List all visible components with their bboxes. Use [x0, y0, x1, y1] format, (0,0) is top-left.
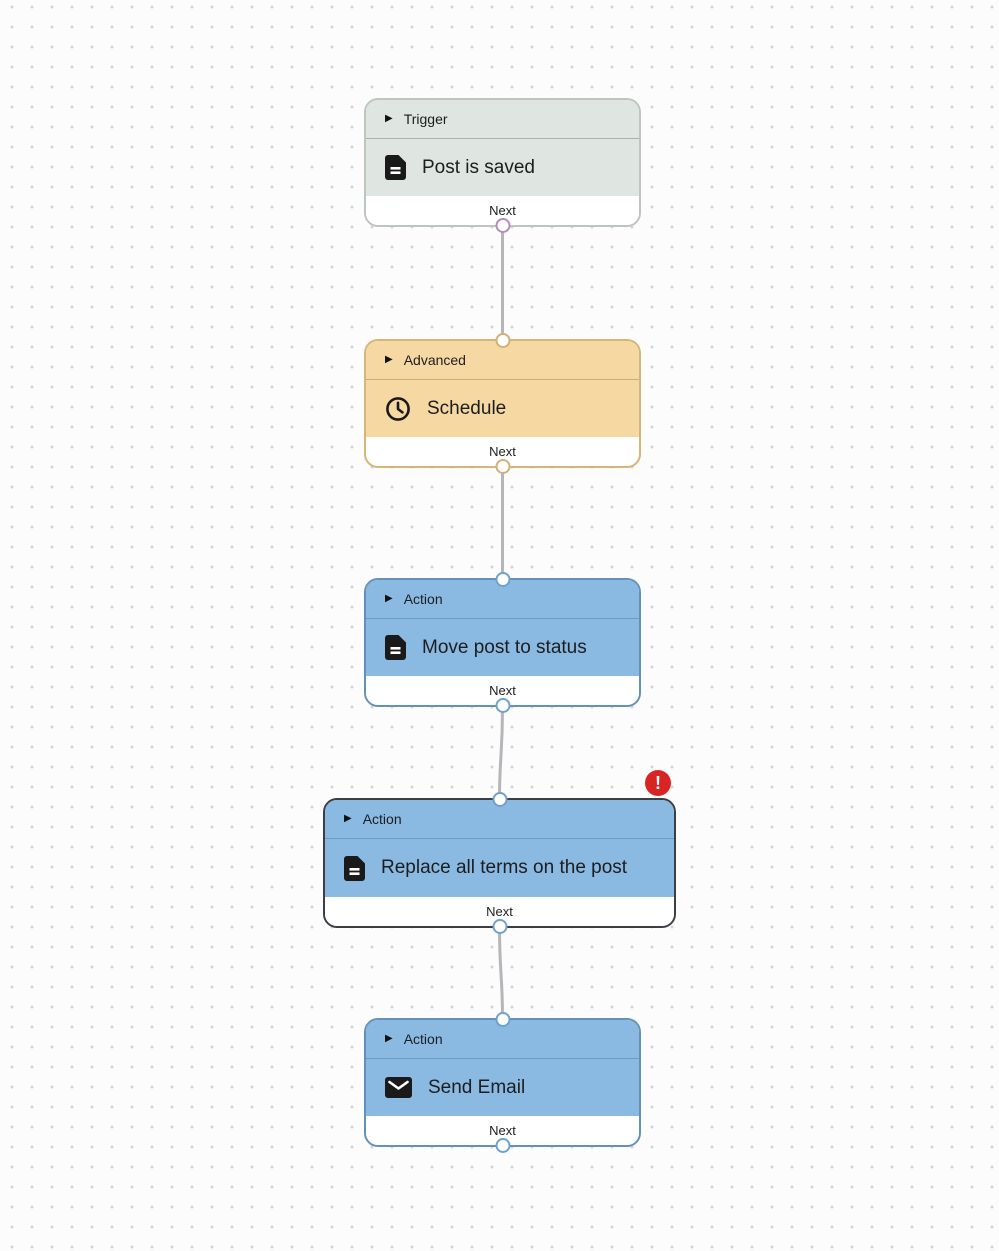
error-exclamation: !	[655, 772, 661, 793]
node-category-label: Action	[362, 811, 402, 827]
node-category-label: Trigger	[403, 111, 448, 127]
next-label: Next	[489, 444, 516, 459]
output-port[interactable]	[495, 1138, 510, 1153]
mail-icon	[385, 1077, 412, 1098]
node-body[interactable]: Replace all terms on the post	[325, 839, 674, 897]
node-trigger-post-is-saved[interactable]: ▶ Trigger Post is saved Next	[364, 98, 641, 233]
document-icon	[385, 155, 406, 180]
node-category-header[interactable]: ▶ Trigger	[366, 100, 639, 139]
node-action-move-post-to-status[interactable]: ▶ Action Move post to status Next	[364, 572, 641, 713]
input-port[interactable]	[495, 1012, 510, 1027]
node-body[interactable]: Post is saved	[366, 139, 639, 196]
node-body[interactable]: Schedule	[366, 380, 639, 437]
node-title: Post is saved	[422, 156, 535, 178]
node-body[interactable]: Send Email	[366, 1059, 639, 1116]
input-port[interactable]	[495, 572, 510, 587]
node-category-label: Action	[403, 1031, 443, 1047]
connector-action2-action3	[498, 926, 504, 1020]
output-port[interactable]	[495, 459, 510, 474]
node-title: Move post to status	[422, 636, 587, 658]
output-port[interactable]	[495, 698, 510, 713]
output-port[interactable]	[492, 919, 507, 934]
node-category-label: Action	[403, 591, 443, 607]
document-icon	[385, 635, 406, 660]
next-label: Next	[489, 683, 516, 698]
node-footer: Next	[366, 1116, 639, 1145]
node-action-send-email[interactable]: ▶ Action Send Email Next	[364, 1012, 641, 1153]
clock-icon	[385, 396, 411, 422]
collapse-triangle-icon[interactable]: ▶	[385, 593, 393, 604]
node-action-replace-all-terms[interactable]: ! ▶ Action Replace all terms on the post…	[323, 770, 676, 934]
node-title: Replace all terms on the post	[381, 857, 628, 878]
next-label: Next	[489, 1123, 516, 1138]
collapse-triangle-icon[interactable]: ▶	[385, 113, 393, 124]
connector-action1-action2	[498, 705, 504, 800]
node-title: Send Email	[428, 1076, 526, 1098]
collapse-triangle-icon[interactable]: ▶	[385, 1033, 393, 1044]
next-label: Next	[489, 203, 516, 218]
node-body[interactable]: Move post to status	[366, 619, 639, 676]
node-title: Schedule	[427, 397, 507, 419]
node-advanced-schedule[interactable]: ▶ Advanced Schedule Next	[364, 333, 641, 474]
input-port[interactable]	[495, 333, 510, 348]
collapse-triangle-icon[interactable]: ▶	[344, 813, 352, 824]
collapse-triangle-icon[interactable]: ▶	[385, 354, 393, 365]
next-label: Next	[486, 904, 513, 919]
node-category-label: Advanced	[403, 352, 466, 368]
output-port[interactable]	[495, 218, 510, 233]
document-icon	[344, 855, 365, 881]
error-badge[interactable]: !	[645, 770, 671, 796]
input-port[interactable]	[492, 792, 507, 807]
